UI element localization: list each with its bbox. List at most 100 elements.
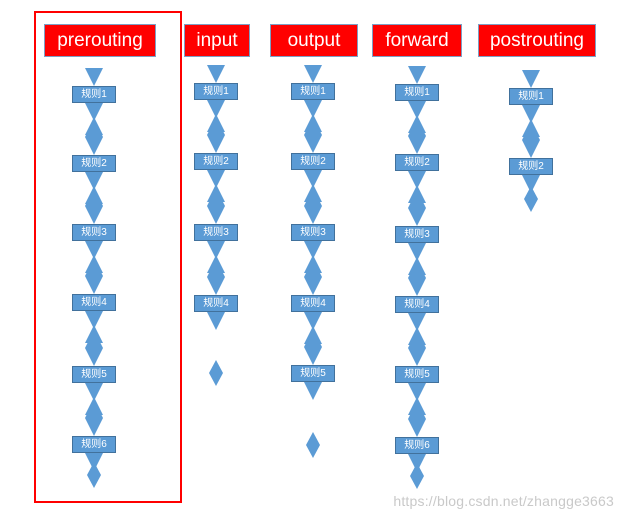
arrow-down-icon: [85, 137, 103, 155]
rule-node[interactable]: 规则2: [291, 153, 335, 170]
arrow-down-icon: [207, 312, 225, 330]
arrow-up-icon: [85, 117, 103, 135]
arrow-up-icon: [304, 114, 322, 132]
rule-node[interactable]: 规则1: [395, 84, 439, 101]
arrow-up-icon: [408, 397, 426, 415]
rule-node[interactable]: 规则1: [291, 83, 335, 100]
rule-node[interactable]: 规则2: [72, 155, 116, 172]
rule-node[interactable]: 规则5: [72, 366, 116, 383]
arrow-down-icon: [209, 373, 223, 386]
arrow-up-icon: [85, 397, 103, 415]
arrow-down-icon: [85, 311, 103, 329]
rule-node[interactable]: 规则1: [72, 86, 116, 103]
arrow-up-icon: [304, 326, 322, 344]
rule-node[interactable]: 规则3: [291, 224, 335, 241]
arrow-down-icon: [408, 243, 426, 261]
arrow-down-icon: [207, 100, 225, 118]
arrow-down-icon: [85, 276, 103, 294]
arrow-up-icon: [410, 463, 424, 476]
rule-node[interactable]: 规则3: [395, 226, 439, 243]
arrow-down-icon: [85, 241, 103, 259]
rule-node[interactable]: 规则3: [194, 224, 238, 241]
arrow-down-icon: [522, 70, 540, 88]
arrow-down-icon: [408, 348, 426, 366]
arrow-down-icon: [304, 382, 322, 400]
arrow-up-icon: [209, 360, 223, 373]
arrow-up-icon: [85, 186, 103, 204]
rule-node[interactable]: 规则1: [194, 83, 238, 100]
arrow-down-icon: [85, 383, 103, 401]
arrow-down-icon: [304, 312, 322, 330]
arrow-up-icon: [207, 184, 225, 202]
arrow-down-icon: [408, 278, 426, 296]
rule-node[interactable]: 规则5: [291, 365, 335, 382]
arrow-up-icon: [87, 462, 101, 475]
rule-node[interactable]: 规则3: [72, 224, 116, 241]
rule-node[interactable]: 规则2: [194, 153, 238, 170]
arrow-down-icon: [408, 419, 426, 437]
chain-header-forward[interactable]: forward: [372, 24, 462, 57]
arrow-down-icon: [304, 347, 322, 365]
rule-node[interactable]: 规则4: [395, 296, 439, 313]
rule-node[interactable]: 规则4: [72, 294, 116, 311]
arrow-down-icon: [207, 65, 225, 83]
arrow-down-icon: [306, 445, 320, 458]
arrow-up-icon: [85, 255, 103, 273]
arrow-up-icon: [408, 257, 426, 275]
arrow-down-icon: [85, 68, 103, 86]
arrow-down-icon: [304, 135, 322, 153]
arrow-down-icon: [304, 100, 322, 118]
rule-node[interactable]: 规则6: [395, 437, 439, 454]
arrow-up-icon: [524, 186, 538, 199]
rule-node[interactable]: 规则6: [72, 436, 116, 453]
arrow-down-icon: [304, 170, 322, 188]
chain-header-prerouting[interactable]: prerouting: [44, 24, 156, 57]
arrow-up-icon: [304, 184, 322, 202]
arrow-down-icon: [524, 199, 538, 212]
arrow-down-icon: [207, 241, 225, 259]
rule-node[interactable]: 规则2: [395, 154, 439, 171]
arrow-down-icon: [408, 171, 426, 189]
arrow-down-icon: [522, 105, 540, 123]
arrow-up-icon: [522, 119, 540, 137]
rule-node[interactable]: 规则2: [509, 158, 553, 175]
prerouting-highlight: [34, 11, 182, 503]
arrow-down-icon: [304, 277, 322, 295]
chain-header-output[interactable]: output: [270, 24, 358, 57]
arrow-down-icon: [85, 172, 103, 190]
arrow-down-icon: [207, 170, 225, 188]
arrow-down-icon: [408, 101, 426, 119]
arrow-up-icon: [304, 255, 322, 273]
arrow-down-icon: [408, 136, 426, 154]
arrow-down-icon: [522, 140, 540, 158]
rule-node[interactable]: 规则5: [395, 366, 439, 383]
arrow-down-icon: [410, 476, 424, 489]
rule-node[interactable]: 规则4: [291, 295, 335, 312]
arrow-down-icon: [85, 103, 103, 121]
arrow-down-icon: [304, 206, 322, 224]
arrow-up-icon: [408, 185, 426, 203]
chain-header-input[interactable]: input: [184, 24, 250, 57]
arrow-up-icon: [408, 115, 426, 133]
rule-node[interactable]: 规则4: [194, 295, 238, 312]
arrow-down-icon: [87, 475, 101, 488]
arrow-down-icon: [304, 65, 322, 83]
arrow-up-icon: [207, 255, 225, 273]
arrow-down-icon: [408, 208, 426, 226]
arrow-down-icon: [207, 135, 225, 153]
arrow-down-icon: [408, 383, 426, 401]
chain-header-postrouting[interactable]: postrouting: [478, 24, 596, 57]
arrow-down-icon: [85, 348, 103, 366]
arrow-down-icon: [85, 206, 103, 224]
arrow-up-icon: [207, 114, 225, 132]
arrow-down-icon: [408, 313, 426, 331]
arrow-down-icon: [207, 206, 225, 224]
arrow-down-icon: [408, 66, 426, 84]
arrow-up-icon: [306, 432, 320, 445]
arrow-up-icon: [85, 325, 103, 343]
arrow-down-icon: [85, 418, 103, 436]
arrow-down-icon: [304, 241, 322, 259]
rule-node[interactable]: 规则1: [509, 88, 553, 105]
arrow-down-icon: [207, 277, 225, 295]
